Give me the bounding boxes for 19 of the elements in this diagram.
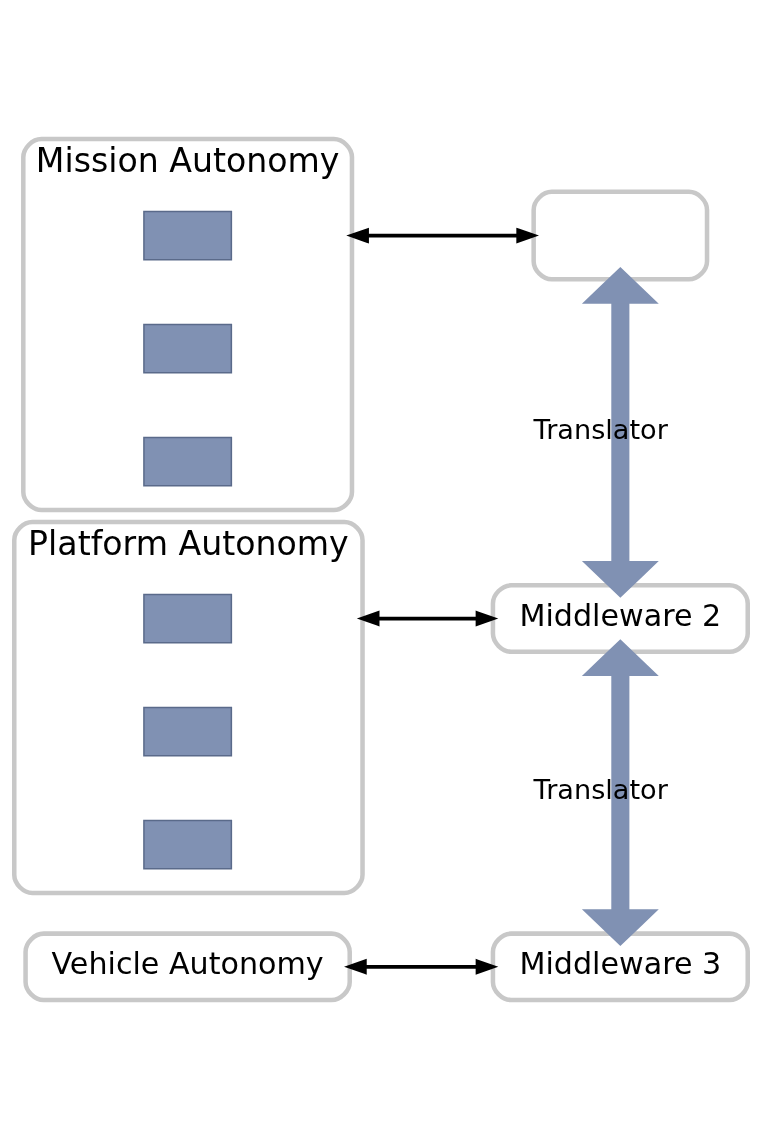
node-box <box>143 436 233 487</box>
arrow <box>344 958 499 975</box>
node-box <box>143 706 233 757</box>
arrow <box>581 639 659 946</box>
node-box: Middleware 3 <box>490 931 750 1003</box>
node-box: Middleware 2 <box>490 583 750 654</box>
cluster: Mission Autonomy <box>21 136 355 513</box>
cluster: Platform Autonomy <box>12 519 365 896</box>
node-box <box>143 593 233 644</box>
node-box <box>531 189 710 282</box>
arrow <box>581 267 659 598</box>
node-box: Vehicle Autonomy <box>23 931 352 1003</box>
edge-label: Translator <box>533 413 668 445</box>
node-box <box>143 323 233 374</box>
node-box <box>143 210 233 261</box>
arrow <box>356 610 499 627</box>
arrow <box>346 227 539 244</box>
edge-label: Translator <box>533 774 668 806</box>
node-box <box>143 819 233 870</box>
